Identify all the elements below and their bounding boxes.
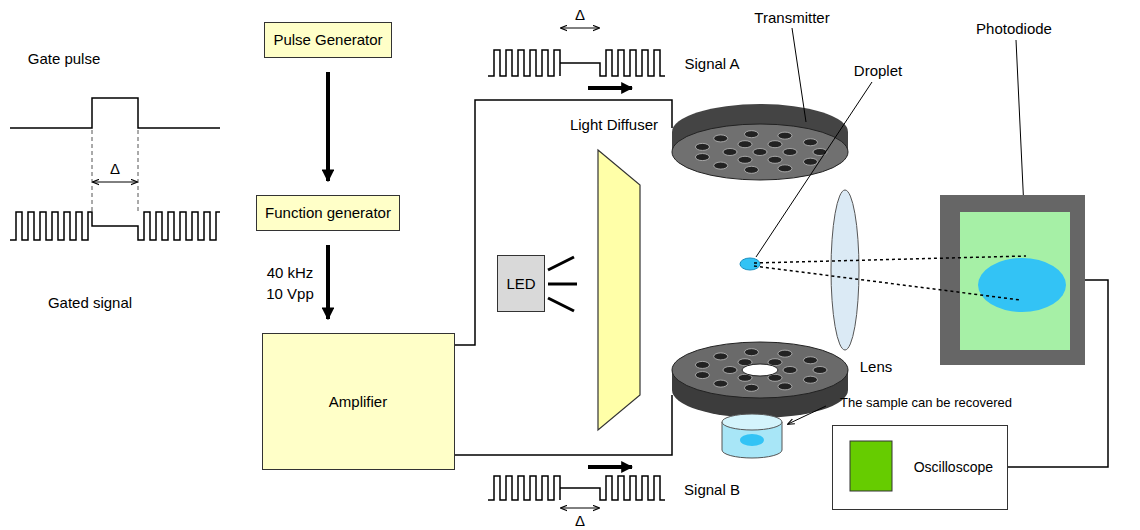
process-box: Function generator <box>256 195 400 231</box>
transducer-element <box>695 361 709 368</box>
transducer-element <box>695 154 709 161</box>
transducer-element <box>744 131 758 138</box>
beaker-top <box>722 414 782 430</box>
delta-arrow <box>561 28 599 29</box>
label-text: Signal A <box>684 56 739 71</box>
label-text: Lens <box>860 359 893 374</box>
node-label: Amplifier <box>329 393 387 410</box>
light-path <box>754 256 1026 263</box>
transducer-element <box>723 149 737 156</box>
photodiode-sensor <box>960 212 1070 350</box>
leader-line <box>788 406 826 424</box>
node-label: LED <box>506 275 535 292</box>
transducer-element <box>813 149 827 156</box>
transducer-element <box>768 156 782 163</box>
transducer-element <box>714 380 728 387</box>
node-label: Pulse Generator <box>273 31 382 48</box>
led-box: LED <box>497 255 545 312</box>
square-wave <box>488 50 665 76</box>
label-text: 10 Vpp <box>266 286 314 301</box>
wire <box>455 395 672 455</box>
transmitter-face <box>672 342 848 398</box>
gate-pulse-wave <box>10 98 220 128</box>
flow-arrow <box>588 86 632 90</box>
wire <box>1008 280 1108 467</box>
dashed-guide <box>92 130 93 214</box>
label-text: The sample can be recovered <box>840 396 1012 409</box>
transducer-element <box>695 143 709 150</box>
label-text: Gated signal <box>48 295 132 310</box>
transducer-element <box>783 367 797 374</box>
label-text: Gate pulse <box>28 51 101 66</box>
light-diffuser <box>598 150 640 430</box>
transducer-element <box>778 132 792 139</box>
scope-screen <box>849 440 893 492</box>
dashed-guide <box>138 130 139 214</box>
transducer-element <box>803 357 817 364</box>
label-text: Light Diffuser <box>570 117 658 132</box>
transducer-element <box>744 384 758 391</box>
transducer-element <box>783 149 797 156</box>
node-label: Oscilloscope <box>914 459 993 475</box>
transducer-element <box>803 376 817 383</box>
transducer-element <box>714 162 728 169</box>
delta-arrow <box>93 182 137 183</box>
lens <box>831 190 859 350</box>
transducer-element <box>803 158 817 165</box>
light-ray <box>548 257 574 270</box>
delta-arrow <box>561 508 599 509</box>
label-text: Δ <box>575 7 585 22</box>
light-ray <box>548 283 577 286</box>
label-text: Photodiode <box>976 21 1052 36</box>
transducer-element <box>778 350 792 357</box>
transducer-element <box>744 349 758 356</box>
transducer-element <box>723 367 737 374</box>
label-text: Droplet <box>854 63 902 78</box>
oscilloscope-box: Oscilloscope <box>832 425 1008 510</box>
transducer-element <box>778 383 792 390</box>
label-text: Δ <box>110 161 120 176</box>
flow-arrow <box>588 465 632 469</box>
droplet <box>740 258 760 270</box>
square-wave <box>488 476 665 500</box>
transducer-element <box>753 149 767 156</box>
transducer-element <box>695 372 709 379</box>
center-hole <box>742 364 778 376</box>
transducer-element <box>768 141 782 148</box>
transducer-element <box>738 141 752 148</box>
transmitter-face <box>672 124 848 180</box>
light-path <box>754 266 1020 300</box>
light-spot <box>978 258 1066 312</box>
process-box: Pulse Generator <box>264 22 391 58</box>
label-text: 40 kHz <box>267 265 314 280</box>
transducer-element <box>778 165 792 172</box>
transducer-element <box>738 156 752 163</box>
label-text: Signal B <box>684 482 740 497</box>
transducer-element <box>813 367 827 374</box>
sample <box>740 434 764 446</box>
node-label: Function generator <box>265 204 391 221</box>
photodiode-housing <box>940 195 1085 365</box>
leader-line <box>792 28 806 122</box>
transducer-element <box>803 139 817 146</box>
light-ray <box>548 298 574 311</box>
amplifier-box: Amplifier <box>262 333 455 470</box>
label-text: Δ <box>575 513 585 528</box>
transducer-element <box>744 166 758 173</box>
label-text: Transmitter <box>754 10 829 25</box>
transducer-element <box>714 135 728 142</box>
signal-arrow <box>326 245 330 319</box>
transducer-element <box>714 353 728 360</box>
square-wave <box>10 212 220 240</box>
signal-arrow <box>326 72 330 181</box>
